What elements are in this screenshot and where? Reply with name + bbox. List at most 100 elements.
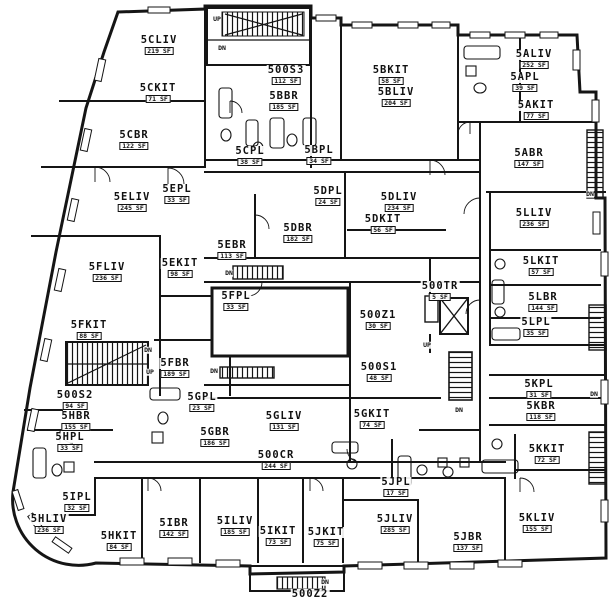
room-area: 144 SF	[528, 303, 558, 312]
room-name: 5ELIV	[112, 191, 152, 203]
room-area: 94 SF	[62, 401, 88, 410]
room-area: 236 SF	[519, 219, 549, 228]
room-name: 5DLIV	[379, 191, 419, 203]
room-name: 500Z2	[290, 587, 330, 599]
stair-direction-label: DN	[210, 366, 218, 375]
room-name: 500Z1	[358, 309, 398, 321]
room-name: 5DBR	[282, 222, 314, 234]
room-area: 30 SF	[365, 321, 391, 330]
room-area: 58 SF	[378, 76, 404, 85]
stair-direction-label: DN	[218, 43, 226, 52]
room-area: 236 SF	[92, 273, 122, 282]
room-name: 500S1	[359, 361, 399, 373]
room-name: 5IKIT	[258, 525, 298, 537]
room-area: 74 SF	[359, 420, 385, 429]
room-area: 245 SF	[117, 203, 147, 212]
interior-walls	[24, 5, 606, 567]
room-area: 147 SF	[514, 159, 544, 168]
room-name: 5BPL	[303, 144, 335, 156]
room-name: 5ALIV	[514, 48, 554, 60]
room-label-group: 500Z2	[290, 587, 330, 599]
room-label-group: 5CKIT 71 SF	[138, 83, 178, 103]
room-label-group: 5DKIT 56 SF	[363, 213, 403, 234]
room-name: 5EBR	[216, 239, 248, 251]
room-label-group: 5IKIT 73 SF	[258, 525, 298, 546]
room-name: 5KKIT	[527, 443, 567, 455]
room-label-group: 5KKIT 72 SF	[527, 443, 567, 464]
room-name: 5APL	[509, 71, 541, 83]
room-area: 72 SF	[534, 455, 560, 464]
room-label-group: 500Z1 30 SF	[358, 309, 398, 330]
room-label-group: 500CR 244 SF	[256, 449, 296, 470]
room-name: 5IBR	[158, 517, 190, 529]
stair-500s3	[206, 7, 311, 66]
room-label-group: 5BLIV 204 SF	[376, 87, 416, 107]
room-area: 71 SF	[145, 94, 171, 103]
room-label-group: 5EKIT 98 SF	[160, 258, 200, 278]
room-label-group: 5AKIT 77 SF	[516, 99, 556, 120]
corridor-stair-upper	[232, 265, 284, 280]
room-label-group: 5KBR 118 SF	[525, 400, 557, 421]
room-label-group: 5GKIT 74 SF	[352, 409, 392, 429]
room-name: 5KBR	[525, 400, 557, 412]
room-name: 5FBR	[159, 357, 191, 369]
room-area: 112 SF	[271, 76, 301, 85]
room-area: 57 SF	[528, 267, 554, 276]
room-area: 33 SF	[57, 443, 83, 452]
room-label-group: 5FBR 189 SF	[159, 357, 191, 378]
stair-direction-label: UP	[423, 340, 431, 349]
room-label-group: 5KLIV 155 SF	[517, 512, 557, 533]
room-area: 122 SF	[119, 141, 149, 150]
room-label-group: 5DBR 182 SF	[282, 222, 314, 243]
room-name: 5HPL	[54, 431, 86, 443]
room-name: 5AKIT	[516, 99, 556, 111]
windows	[11, 6, 609, 570]
room-label-group: 5JPL 17 SF	[380, 476, 412, 497]
room-area: 17 SF	[383, 488, 409, 497]
stair-direction-label: DN	[144, 345, 152, 354]
room-name: 5IPL	[61, 491, 93, 503]
room-area: 32 SF	[64, 503, 90, 512]
room-name: 5KLIV	[517, 512, 557, 524]
room-label-group: 5IPL 32 SF	[61, 491, 93, 512]
room-area: 33 SF	[164, 195, 190, 204]
room-name: 5GBR	[199, 426, 231, 438]
room-name: 500TR	[420, 280, 460, 292]
room-name: 5GLIV	[264, 410, 304, 422]
room-area: 131 SF	[269, 422, 299, 431]
stair-direction-label: DN	[321, 577, 329, 586]
room-label-group: 5HPL 33 SF	[54, 431, 86, 452]
room-label-group: 5BPL 34 SF	[303, 144, 335, 165]
room-name: 5DKIT	[363, 213, 403, 225]
room-label-group: 5JLIV 285 SF	[375, 514, 415, 534]
room-name: 5DPL	[312, 185, 344, 197]
room-name: 5JKIT	[306, 526, 346, 538]
room-area: 33 SF	[223, 302, 249, 311]
room-label-group: 5HBR 155 SF	[60, 410, 92, 431]
room-area: 84 SF	[106, 542, 132, 551]
room-area: 155 SF	[61, 422, 91, 431]
room-label-group: 5ALIV 252 SF	[514, 48, 554, 69]
room-area: 285 SF	[380, 525, 410, 534]
room-name: 5KPL	[523, 378, 555, 390]
room-area: 186 SF	[200, 438, 230, 447]
room-label-group: 500S2 94 SF	[55, 390, 95, 410]
room-name: 500CR	[256, 449, 296, 461]
room-label-group: 5HLIV 236 SF	[29, 514, 69, 534]
room-name: 5JBR	[452, 531, 484, 543]
room-name: 5HBR	[60, 410, 92, 422]
room-area: 118 SF	[526, 412, 556, 421]
room-area: 155 SF	[522, 524, 552, 533]
room-area: 31 SF	[526, 390, 552, 399]
room-name: 5LLIV	[514, 207, 554, 219]
room-label-group: 5FPL 33 SF	[220, 290, 252, 311]
stair-direction-label: DN	[225, 268, 233, 277]
room-label-group: 5LKIT 57 SF	[521, 256, 561, 276]
room-name: 5FPL	[220, 290, 252, 302]
elevator-shaft	[439, 297, 469, 335]
room-area: 137 SF	[453, 543, 483, 552]
room-name: 5JPL	[380, 476, 412, 488]
room-label-group: 5ILIV 185 SF	[215, 516, 255, 536]
room-label-group: 5IBR 142 SF	[158, 517, 190, 538]
